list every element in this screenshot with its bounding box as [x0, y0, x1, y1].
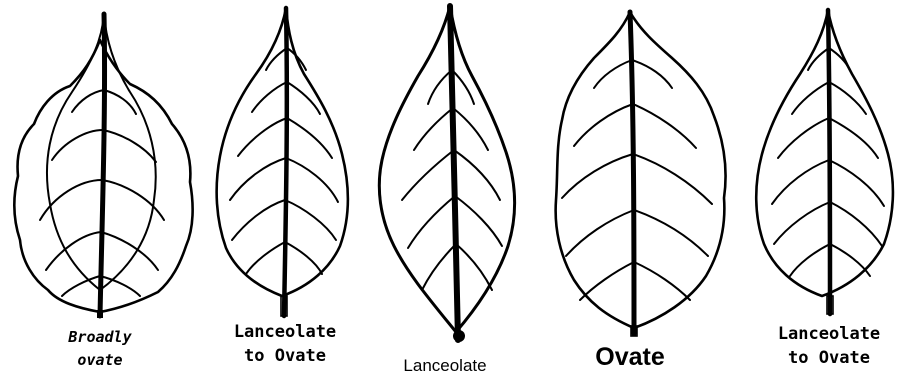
leaf-lanceolate-midrib: [450, 6, 458, 340]
caption-lanceolate-to-ovate-1: Lanceolate to Ovate: [205, 320, 365, 368]
caption-ovate-line-1: Ovate: [560, 342, 700, 372]
caption-ovate: Ovate: [560, 342, 700, 372]
caption-lanceolate: Lanceolate: [365, 354, 525, 378]
caption-lanceolate-to-ovate-2-line-1: Lanceolate: [748, 322, 910, 346]
caption-broadly-ovate-line-2: ovate: [30, 349, 170, 372]
caption-broadly-ovate-line-1: Broadly: [30, 326, 170, 349]
leaf-ovate: [556, 12, 726, 336]
leaf-ovate-blade: [556, 12, 726, 328]
leaf-lanceolate-to-ovate-2-midrib: [828, 10, 830, 314]
leaf-lanceolate-blade: [379, 6, 514, 332]
leaf-lanceolate-to-ovate-2: [756, 10, 893, 314]
leaf-lanceolate-to-ovate-1: [217, 8, 348, 316]
leaf-lanceolate: [379, 6, 514, 342]
caption-lanceolate-line-1: Lanceolate: [365, 354, 525, 378]
leaf-lanceolate-to-ovate-2-blade: [756, 10, 893, 296]
leaf-broadly-ovate: [14, 14, 192, 318]
caption-lanceolate-to-ovate-1-line-2: to Ovate: [205, 344, 365, 368]
caption-lanceolate-to-ovate-2: Lanceolate to Ovate: [748, 322, 910, 370]
caption-lanceolate-to-ovate-2-line-2: to Ovate: [748, 346, 910, 370]
caption-broadly-ovate: Broadly ovate: [30, 326, 170, 372]
caption-lanceolate-to-ovate-1-line-1: Lanceolate: [205, 320, 365, 344]
leaf-lanceolate-to-ovate-1-midrib: [284, 8, 287, 316]
leaf-broadly-ovate-midrib: [100, 14, 105, 316]
